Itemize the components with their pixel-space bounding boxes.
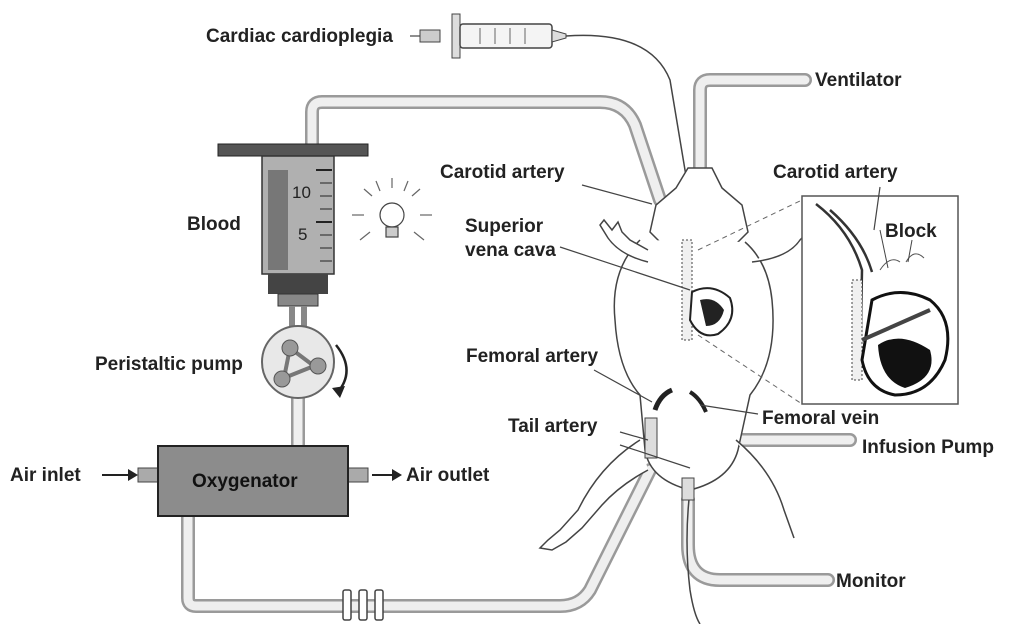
label-femoral-vein: Femoral vein [762,408,879,429]
peristaltic-pump [262,306,347,398]
label-ventilator: Ventilator [815,70,902,91]
rat-outline [540,168,808,624]
label-monitor: Monitor [836,571,906,592]
oxygenator-label: Oxygenator [192,471,298,492]
tube-clamp [343,590,383,620]
light-bulb-icon [352,178,432,240]
label-peristaltic-pump: Peristaltic pump [95,354,243,375]
label-tail-artery: Tail artery [508,416,598,437]
label-air-inlet: Air inlet [10,465,81,486]
label-block: Block [885,221,937,242]
label-carotid-artery-left: Carotid artery [440,162,565,183]
reservoir-tick-5: 5 [298,225,307,244]
label-cardioplegia: Cardiac cardioplegia [206,26,393,47]
reservoir-tick-10: 10 [292,183,311,202]
label-superior: Superior [465,216,544,237]
label-carotid-artery-right: Carotid artery [773,162,898,183]
label-vena-cava: vena cava [465,240,556,261]
label-blood: Blood [187,214,241,235]
label-infusion-pump: Infusion Pump [862,437,994,458]
label-femoral-artery: Femoral artery [466,346,598,367]
label-air-outlet: Air outlet [406,465,490,486]
